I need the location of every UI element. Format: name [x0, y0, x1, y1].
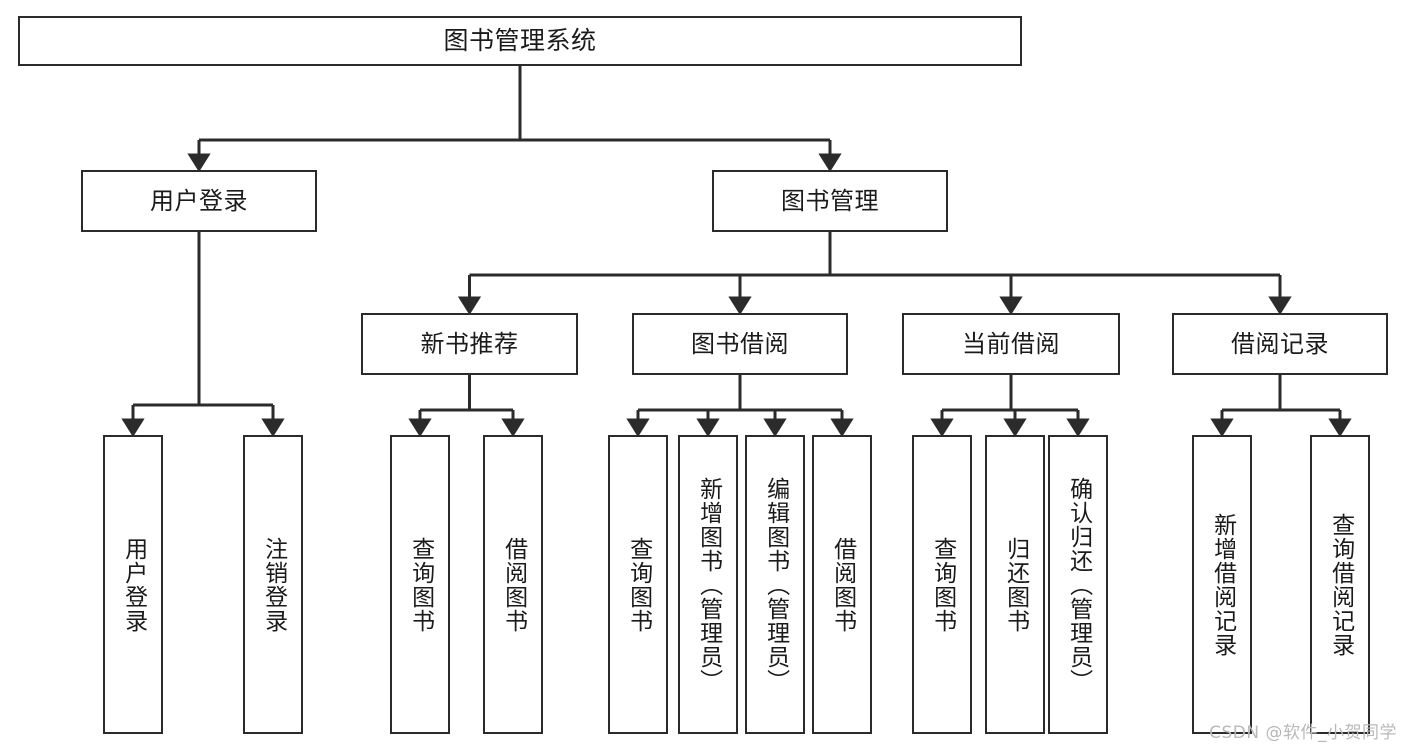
level3-box-node-3-借阅记录: 借阅记录 — [1172, 313, 1388, 375]
level3-label: 当前借阅 — [962, 329, 1060, 358]
leaf-box-node-1-注销登录: 注销登录 — [243, 435, 303, 734]
leaf-label: 新增图书（管理员） — [695, 476, 722, 693]
leaf-label: 借阅图书 — [500, 536, 527, 633]
level3-label: 图书借阅 — [691, 329, 789, 358]
leaf-label: 确认归还（管理员） — [1065, 476, 1092, 693]
leaf-box-node-6-编辑图书管理: 编辑图书（管理员） — [745, 435, 805, 734]
leaf-box-node-2-查询图书: 查询图书 — [390, 435, 450, 734]
leaf-box-node-0-用户登录: 用户登录 — [103, 435, 163, 734]
leaf-label: 用户登录 — [120, 536, 147, 633]
leaf-box-node-8-查询图书: 查询图书 — [912, 435, 972, 734]
leaf-box-node-3-借阅图书: 借阅图书 — [483, 435, 543, 734]
leaf-label: 查询图书 — [929, 536, 956, 633]
level2-box-node-1-图书管理: 图书管理 — [712, 170, 948, 232]
level3-label: 新书推荐 — [420, 329, 519, 358]
csdn-watermark: CSDN @软件_小贺同学 — [1209, 723, 1397, 743]
level2-label: 用户登录 — [150, 186, 248, 215]
leaf-box-node-10-确认归还管理: 确认归还（管理员） — [1048, 435, 1108, 734]
leaf-box-node-7-借阅图书: 借阅图书 — [812, 435, 872, 734]
level3-box-node-1-图书借阅: 图书借阅 — [632, 313, 848, 375]
leaf-label: 查询借阅记录 — [1327, 512, 1354, 657]
leaf-box-node-4-查询图书: 查询图书 — [608, 435, 668, 734]
level2-box-node-0-用户登录: 用户登录 — [81, 170, 317, 232]
level2-label: 图书管理 — [781, 186, 879, 215]
leaf-label: 注销登录 — [260, 536, 287, 633]
leaf-box-node-11-新增借阅记录: 新增借阅记录 — [1192, 435, 1252, 734]
root-label: 图书管理系统 — [443, 26, 597, 56]
leaf-label: 归还图书 — [1002, 536, 1029, 633]
level3-box-node-0-新书推荐: 新书推荐 — [361, 313, 578, 375]
root-box-node-0-图书管理系统: 图书管理系统 — [18, 16, 1022, 66]
leaf-box-node-5-新增图书管理: 新增图书（管理员） — [678, 435, 738, 734]
leaf-label: 新增借阅记录 — [1209, 512, 1236, 657]
leaf-label: 编辑图书（管理员） — [762, 476, 789, 693]
leaf-label: 查询图书 — [625, 536, 652, 633]
level3-label: 借阅记录 — [1231, 329, 1329, 358]
leaf-label: 借阅图书 — [829, 536, 856, 633]
leaf-box-node-12-查询借阅记录: 查询借阅记录 — [1310, 435, 1370, 734]
leaf-label: 查询图书 — [407, 536, 434, 633]
level3-box-node-2-当前借阅: 当前借阅 — [902, 313, 1120, 375]
leaf-box-node-9-归还图书: 归还图书 — [985, 435, 1045, 734]
